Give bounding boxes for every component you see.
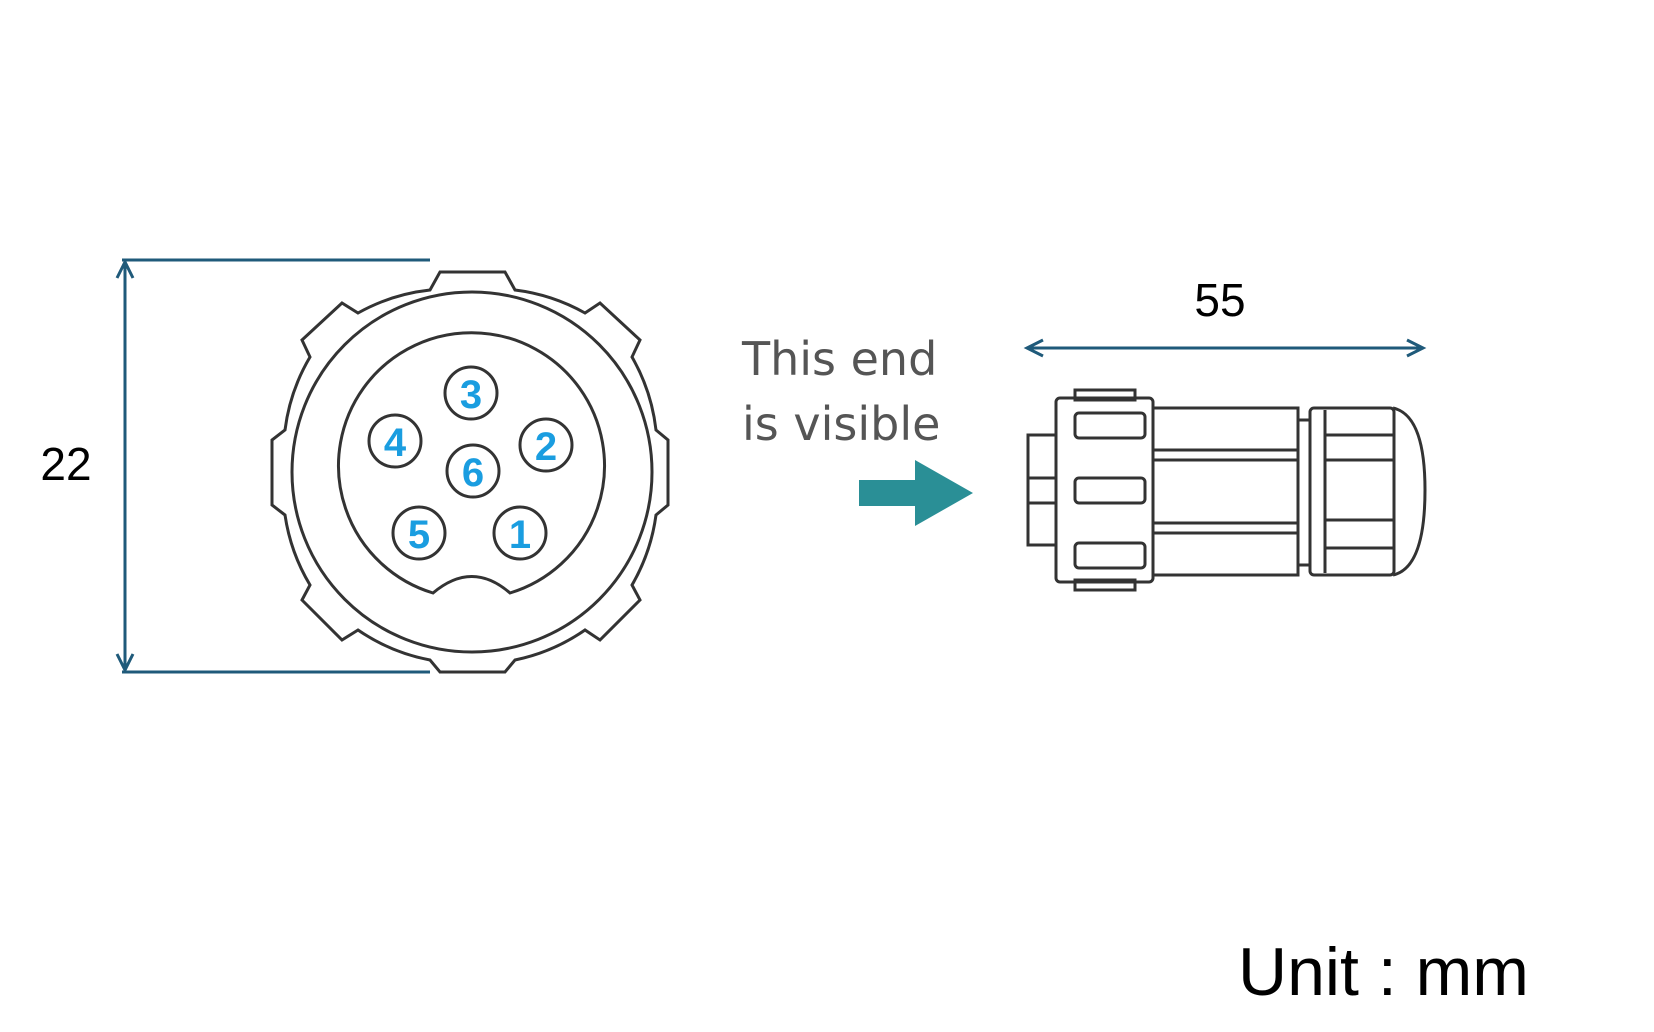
note-line-1: This end	[741, 332, 937, 386]
length-label: 55	[1194, 274, 1245, 326]
pin-6: 6	[445, 443, 501, 499]
pin-2: 2	[518, 417, 574, 473]
svg-text:1: 1	[509, 513, 531, 557]
svg-text:2: 2	[535, 425, 557, 469]
unit-label: Unit : mm	[1238, 934, 1529, 1010]
pin-3: 3	[443, 365, 499, 421]
pin-4: 4	[367, 413, 423, 469]
svg-text:6: 6	[462, 451, 484, 495]
connector-front-view: 3 4 2 6 5 1	[270, 270, 670, 674]
note-line-2: is visible	[742, 397, 940, 451]
arrow-right-icon	[859, 460, 973, 526]
pin-1: 1	[492, 505, 548, 561]
svg-text:4: 4	[384, 421, 407, 465]
svg-text:3: 3	[460, 373, 482, 417]
connector-side-view	[1026, 388, 1427, 592]
length-dimension: 55	[1023, 274, 1427, 358]
svg-text:5: 5	[408, 513, 430, 557]
pin-5: 5	[391, 505, 447, 561]
diameter-dimension: 22	[40, 258, 430, 674]
diameter-label: 22	[40, 438, 91, 490]
